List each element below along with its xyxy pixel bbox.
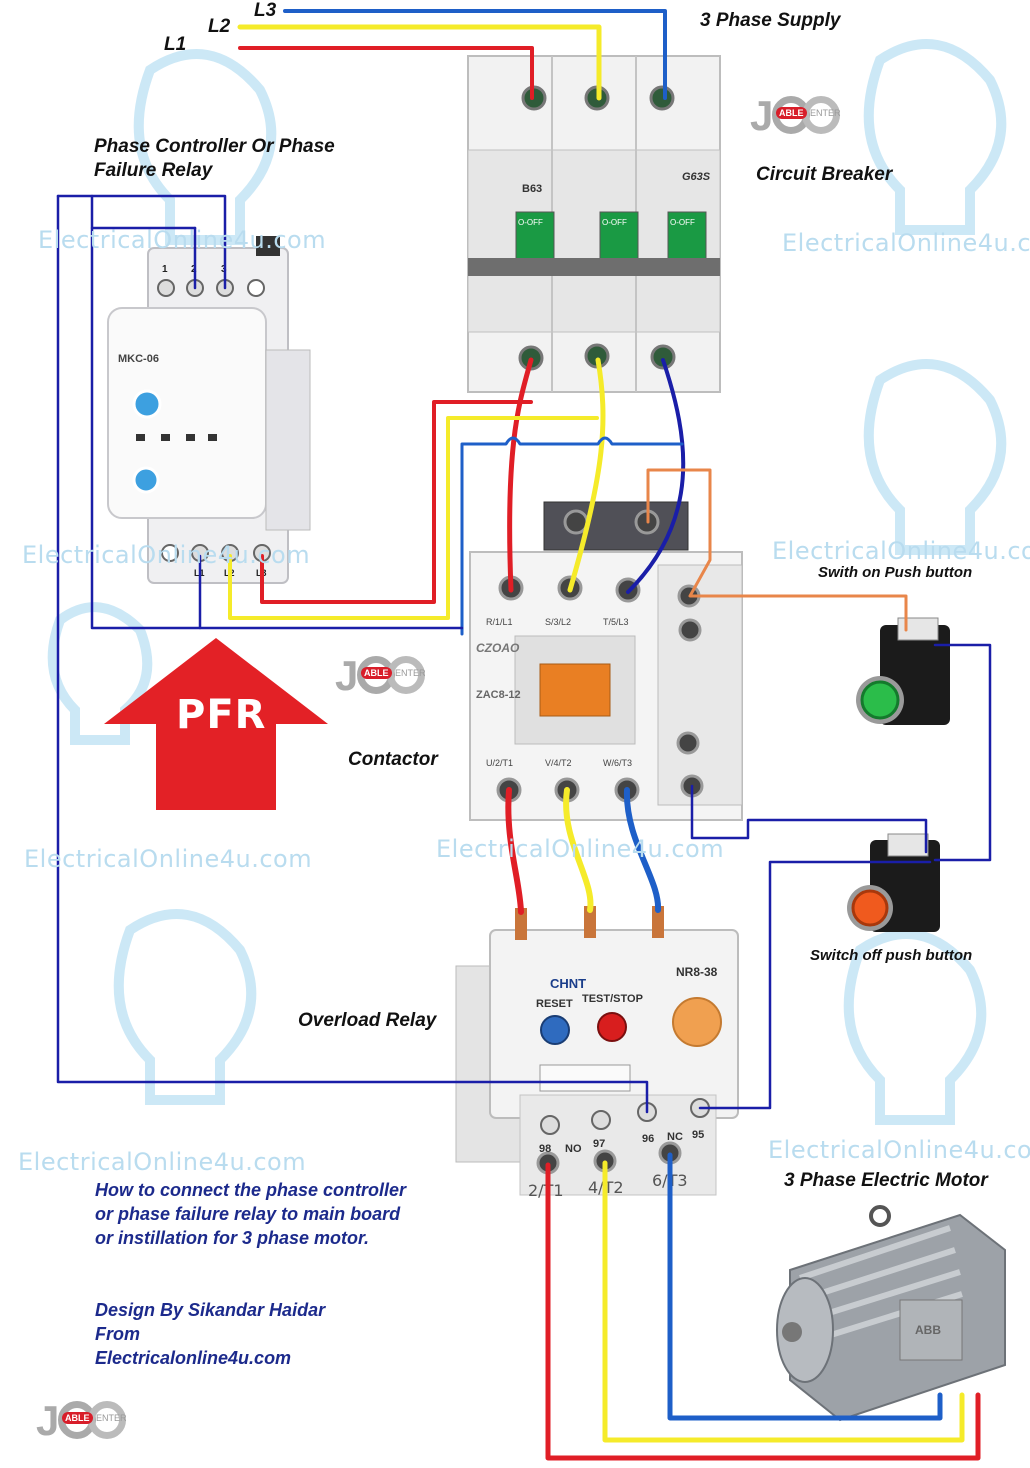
description-line-2: or phase failure relay to main board (95, 1204, 401, 1224)
circuit-breaker-label: Circuit Breaker (756, 164, 893, 185)
overload-brand: CHNT (550, 976, 586, 991)
breaker-switch-label-1: O-OFF (518, 218, 543, 227)
three-phase-motor: ABB (776, 1205, 1006, 1422)
motor-label: 3 Phase Electric Motor (784, 1170, 988, 1191)
switch-on-label: Swith on Push button (818, 564, 973, 581)
pfr-model-label: MKC-06 (118, 353, 159, 365)
switch-on-push-button (856, 617, 950, 725)
logo-enter: ENTER (395, 668, 426, 678)
overload-reset-label: RESET (536, 998, 573, 1010)
watermark-text: ElectricalOnline4u.com (772, 537, 1030, 565)
description-line-3: or instillation for 3 phase motor. (95, 1228, 370, 1248)
watermark-text: ElectricalOnline4u.com (24, 845, 313, 873)
logo-able: ABLE (62, 1412, 93, 1424)
overload-model: NR8-38 (676, 965, 718, 979)
watermark-text: ElectricalOnline4u.com (768, 1136, 1030, 1164)
motor-nameplate: ABB (915, 1323, 941, 1337)
overload-terminal-nc: NC (667, 1131, 683, 1143)
overload-relay-label: Overload Relay (298, 1010, 437, 1031)
logo-able: ABLE (776, 107, 807, 119)
supply-line-l1: L1 (164, 34, 187, 55)
description-line-1: How to connect the phase controller (95, 1180, 407, 1200)
overload-terminal-no: NO (565, 1143, 582, 1155)
circuit-breaker: B63 G63S O-OFF O-OFF O-OFF (467, 55, 721, 393)
watermark-text: ElectricalOnline4u.com (18, 1148, 307, 1176)
logo-able: ABLE (361, 667, 392, 679)
breaker-switch-label-2: O-OFF (602, 218, 627, 227)
switch-off-label: Switch off push button (810, 947, 973, 964)
credit-line-3: Electricalonline4u.com (95, 1348, 292, 1368)
watermark-text: ElectricalOnline4u.com (782, 229, 1030, 257)
pfr-title-line-1: Phase Controller Or Phase (94, 136, 335, 157)
breaker-rating: B63 (522, 183, 542, 195)
pfr-top-terminal-1: 1 (162, 264, 168, 275)
supply-line-l2: L2 (208, 16, 231, 37)
logo-enter: ENTER (96, 1413, 127, 1423)
logo: J ABLE ENTER (335, 652, 426, 699)
credit-line-2: From (95, 1324, 140, 1344)
overload-terminal-98: 98 (539, 1143, 551, 1155)
bulb-watermark-icons (47, 39, 1007, 1125)
contactor-top-terminal-3: T/5/L3 (603, 617, 629, 627)
phase-failure-relay: MKC-06 1 2 3 L1 L2 L3 (107, 236, 311, 584)
contactor-bottom-terminal-2: V/4/T2 (545, 758, 572, 768)
contactor-brand: CZOAO (476, 641, 520, 655)
breaker-model: G63S (682, 171, 711, 183)
pfr-arrow-label: PFR (176, 692, 267, 738)
contactor-model: ZAC8-12 (476, 689, 521, 701)
overload-test-label: TEST/STOP (582, 993, 643, 1005)
supply-title: 3 Phase Supply (700, 10, 841, 31)
contactor-label: Contactor (348, 749, 438, 770)
pfr-title-line-2: Failure Relay (94, 160, 213, 181)
logo: J ABLE ENTER (36, 1397, 127, 1444)
contactor-bottom-terminal-3: W/6/T3 (603, 758, 632, 768)
overload-terminal-97: 97 (593, 1138, 605, 1150)
watermark-text: ElectricalOnline4u.com (38, 226, 327, 254)
overload-terminal-96: 96 (642, 1133, 654, 1145)
overload-relay: CHNT NR8-38 RESET TEST/STOP 98 NO 97 96 … (455, 906, 739, 1200)
contactor-bottom-terminal-1: U/2/T1 (486, 758, 513, 768)
wires (56, 9, 992, 1461)
supply-line-l3: L3 (254, 0, 277, 21)
contactor: CZOAO ZAC8-12 R/1/L1 S/3/L2 T/5/L3 U/2/T… (469, 501, 743, 821)
logo-enter: ENTER (810, 108, 841, 118)
overload-terminal-95: 95 (692, 1129, 704, 1141)
contactor-top-terminal-1: R/1/L1 (486, 617, 513, 627)
watermark-text: ElectricalOnline4u.com (436, 835, 725, 863)
breaker-switch-label-3: O-OFF (670, 218, 695, 227)
watermark-text: ElectricalOnline4u.com (22, 541, 311, 569)
logo: J ABLE ENTER (750, 92, 841, 139)
contactor-top-terminal-2: S/3/L2 (545, 617, 571, 627)
credit-line-1: Design By Sikandar Haidar (95, 1300, 326, 1320)
pfr-arrow-shape (104, 638, 328, 810)
